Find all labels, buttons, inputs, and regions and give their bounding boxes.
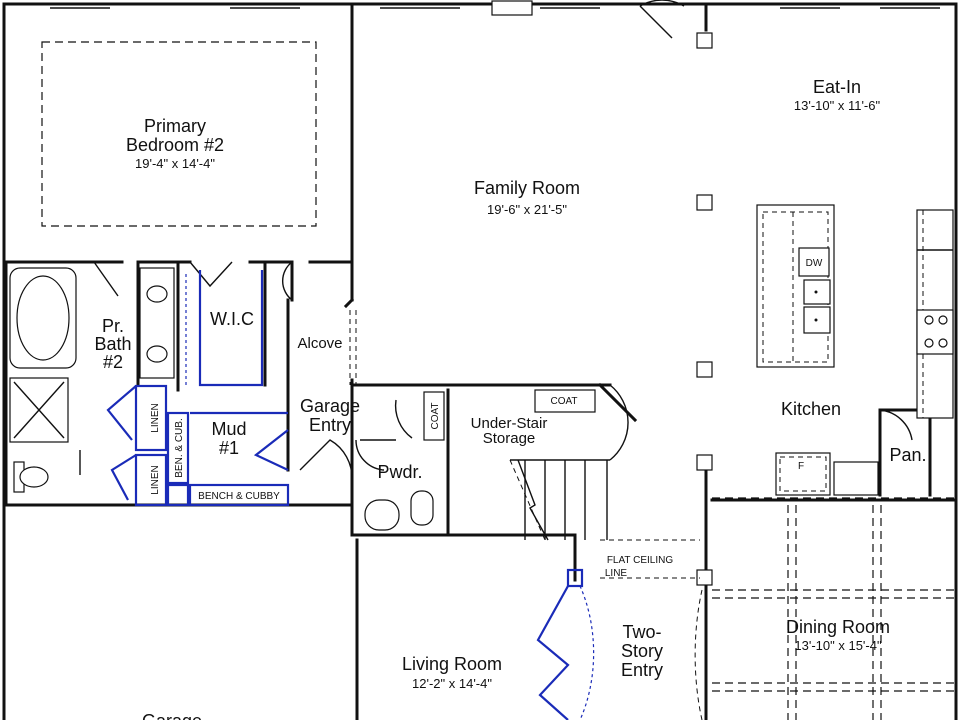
two-story-entry-label-2: Story: [621, 641, 663, 661]
under-stair-label-1: Under-Stair: [471, 415, 548, 432]
coat-stair-label: COAT: [550, 396, 577, 407]
primary-bedroom-label-1: Primary: [144, 116, 206, 136]
under-stair-label-2: Storage: [483, 430, 536, 447]
pantry-label: Pan.: [889, 445, 926, 465]
garage-entry-label-1: Garage: [300, 396, 360, 416]
linen-lower-label: LINEN: [150, 465, 161, 494]
fridge-label: F: [798, 461, 804, 472]
pr-bath-label-3: #2: [103, 352, 123, 372]
living-room-doors: [536, 568, 595, 720]
eat-in-dims: 13'-10" x 11'-6": [794, 98, 881, 113]
garage-label: Garage: [142, 711, 202, 720]
dining-room-label: Dining Room: [786, 617, 890, 637]
pr-bath-label-2: Bath: [94, 334, 131, 354]
bench-cubby-label: BENCH & CUBBY: [198, 491, 280, 502]
two-story-entry-label-1: Two-: [622, 622, 661, 642]
mud-label-1: Mud: [211, 419, 246, 439]
coat-closet-label: COAT: [430, 402, 441, 429]
powder-label: Pwdr.: [377, 462, 422, 482]
mud-label-2: #1: [219, 438, 239, 458]
flat-ceiling-label-2: LINE: [605, 568, 628, 579]
living-room-dims: 12'-2" x 14'-4": [412, 676, 492, 691]
garage-entry-door: [299, 439, 353, 481]
primary-bedroom-dims: 19'-4" x 14'-4": [135, 156, 215, 171]
alcove-label: Alcove: [297, 335, 342, 352]
bench-cub-label: BEN. & CUB.: [174, 418, 185, 477]
columns: [696, 32, 713, 586]
dining-ceiling: [694, 497, 956, 720]
family-room-label: Family Room: [474, 178, 580, 198]
kitchen-label: Kitchen: [781, 399, 841, 419]
fridge: [775, 452, 879, 496]
eat-in-label: Eat-In: [813, 77, 861, 97]
primary-bedroom-label-2: Bedroom #2: [126, 135, 224, 155]
bedroom-ceiling-outline: [41, 41, 317, 227]
garage-entry-label-2: Entry: [309, 415, 351, 435]
kitchen-counter: [916, 209, 954, 419]
fixture-labels: LINEN LINEN BEN. & CUB. BENCH & CUBBY CO…: [150, 258, 823, 579]
wic-label: W.I.C: [210, 309, 254, 329]
dishwasher-label: DW: [806, 258, 823, 269]
room-labels: Primary Bedroom #2 19'-4" x 14'-4" Famil…: [94, 77, 926, 720]
kitchen-island: [756, 204, 835, 368]
flat-ceiling-label-1: FLAT CEILING: [607, 555, 674, 566]
pr-bath-label-1: Pr.: [102, 316, 124, 336]
bath-fixtures: [9, 267, 175, 493]
living-room-label: Living Room: [402, 654, 502, 674]
dining-room-dims: 13'-10" x 15'-4": [794, 638, 882, 653]
family-room-dims: 19'-6" x 21'-5": [487, 202, 567, 217]
two-story-entry-label-3: Entry: [621, 660, 663, 680]
stairs: [509, 389, 700, 541]
linen-upper-label: LINEN: [150, 403, 161, 432]
mud-and-closet-fixtures: [106, 270, 290, 507]
